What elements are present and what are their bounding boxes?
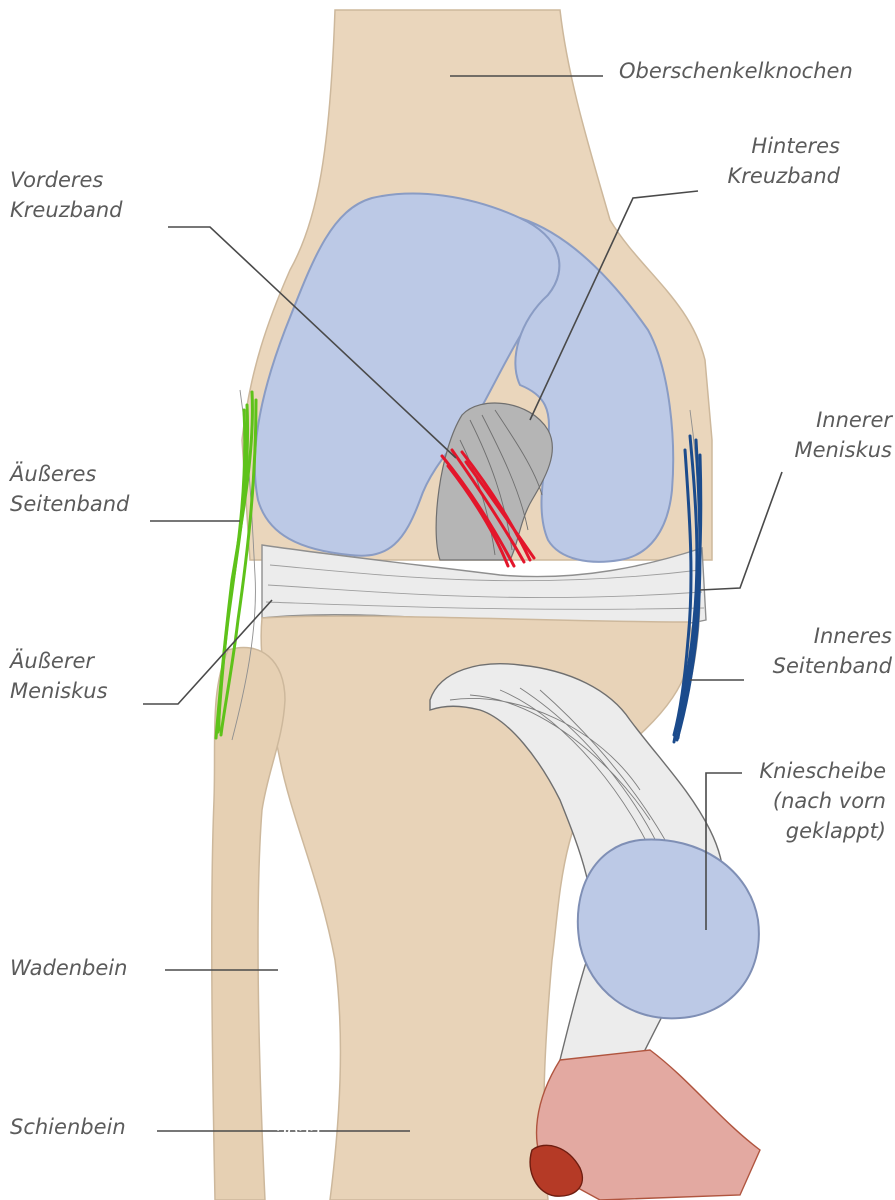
label-patella: Kniescheibe (nach vorn geklappt) [759,756,886,846]
label-fibula-text: Wadenbein [10,953,127,983]
label-lateral-collateral-line1: Äußeres [10,459,129,489]
label-patella-line3: geklappt) [759,816,886,846]
label-medial-meniscus-line1: Innerer [794,405,892,435]
label-acl-line1: Vorderes [10,165,123,195]
label-lateral-meniscus-line2: Meniskus [10,676,108,706]
label-tibia-text: Schienbein [10,1112,126,1142]
label-patella-line1: Kniescheibe [759,756,886,786]
label-medial-collateral-line2: Seitenband [773,651,892,681]
label-anterior-cruciate-ligament: Vorderes Kreuzband [10,165,123,225]
label-lateral-meniscus: Äußerer Meniskus [10,646,108,706]
label-femur-text: Oberschenkelknochen [619,56,853,86]
patella-bone [578,840,759,1019]
label-pcl-line1: Hinteres [728,131,841,161]
label-pcl-line2: Kreuzband [728,161,841,191]
label-lateral-collateral-line2: Seitenband [10,489,129,519]
label-medial-meniscus: Innerer Meniskus [794,405,892,465]
label-medial-meniscus-line2: Meniskus [794,435,892,465]
label-femur: Oberschenkelknochen [619,56,853,86]
label-medial-collateral-line1: Inneres [773,621,892,651]
label-lateral-collateral-ligament: Äußeres Seitenband [10,459,129,519]
label-fibula: Wadenbein [10,953,127,983]
label-acl-line2: Kreuzband [10,195,123,225]
label-tibia: Schienbein [10,1112,126,1142]
label-lateral-meniscus-line1: Äußerer [10,646,108,676]
label-patella-line2: (nach vorn [759,786,886,816]
year-stamp: 2022 [276,1124,321,1147]
label-posterior-cruciate-ligament: Hinteres Kreuzband [728,131,841,191]
label-medial-collateral-ligament: Inneres Seitenband [773,621,892,681]
